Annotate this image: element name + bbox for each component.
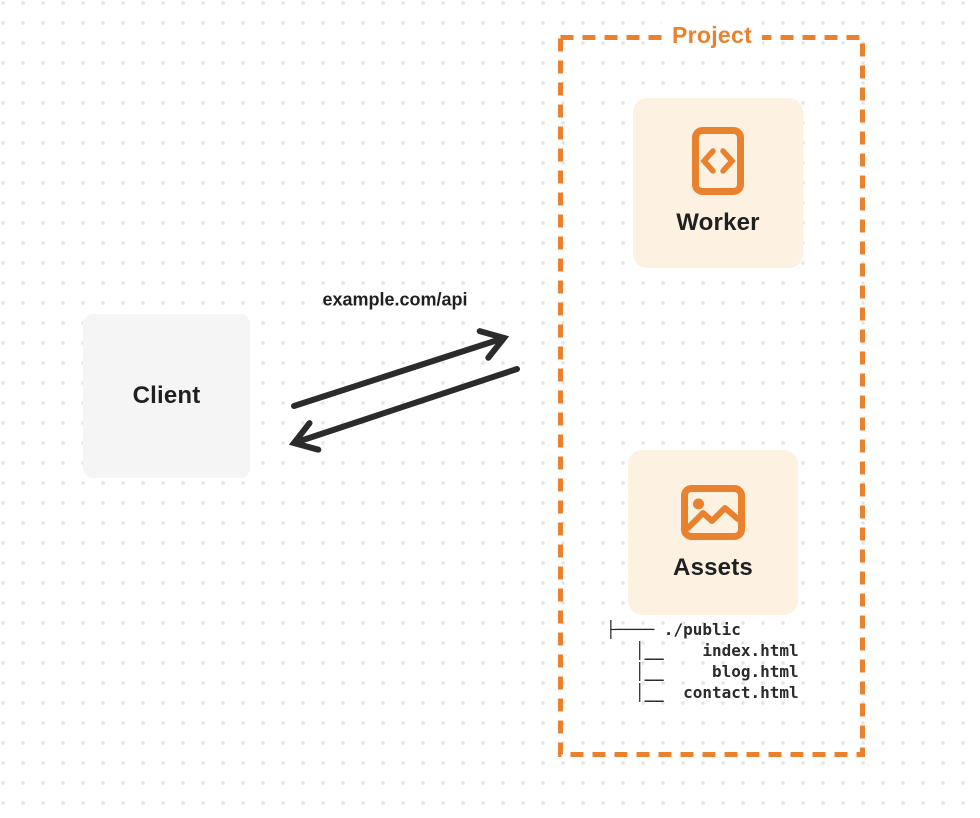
- file-tree-item: │__ contact.html: [606, 683, 799, 702]
- worker-label: Worker: [676, 209, 760, 236]
- file-tree-item: │__ blog.html: [606, 662, 799, 681]
- file-tree-root: ├──── ./public: [606, 620, 741, 639]
- client-label: Client: [132, 382, 201, 409]
- client-node: Client: [83, 314, 250, 478]
- worker-node: Worker: [633, 98, 803, 268]
- project-title: Project: [661, 21, 763, 49]
- response-arrow: [288, 366, 520, 453]
- image-icon: [681, 485, 745, 540]
- file-tree-item: │__ index.html: [606, 641, 799, 660]
- assets-node: Assets: [628, 450, 798, 615]
- request-url-label: example.com/api: [322, 289, 468, 310]
- code-document-icon: [692, 127, 744, 195]
- request-arrow: [291, 328, 510, 409]
- assets-file-tree: ├──── ./public │__ index.html │__ blog.h…: [606, 619, 799, 703]
- assets-label: Assets: [673, 554, 753, 581]
